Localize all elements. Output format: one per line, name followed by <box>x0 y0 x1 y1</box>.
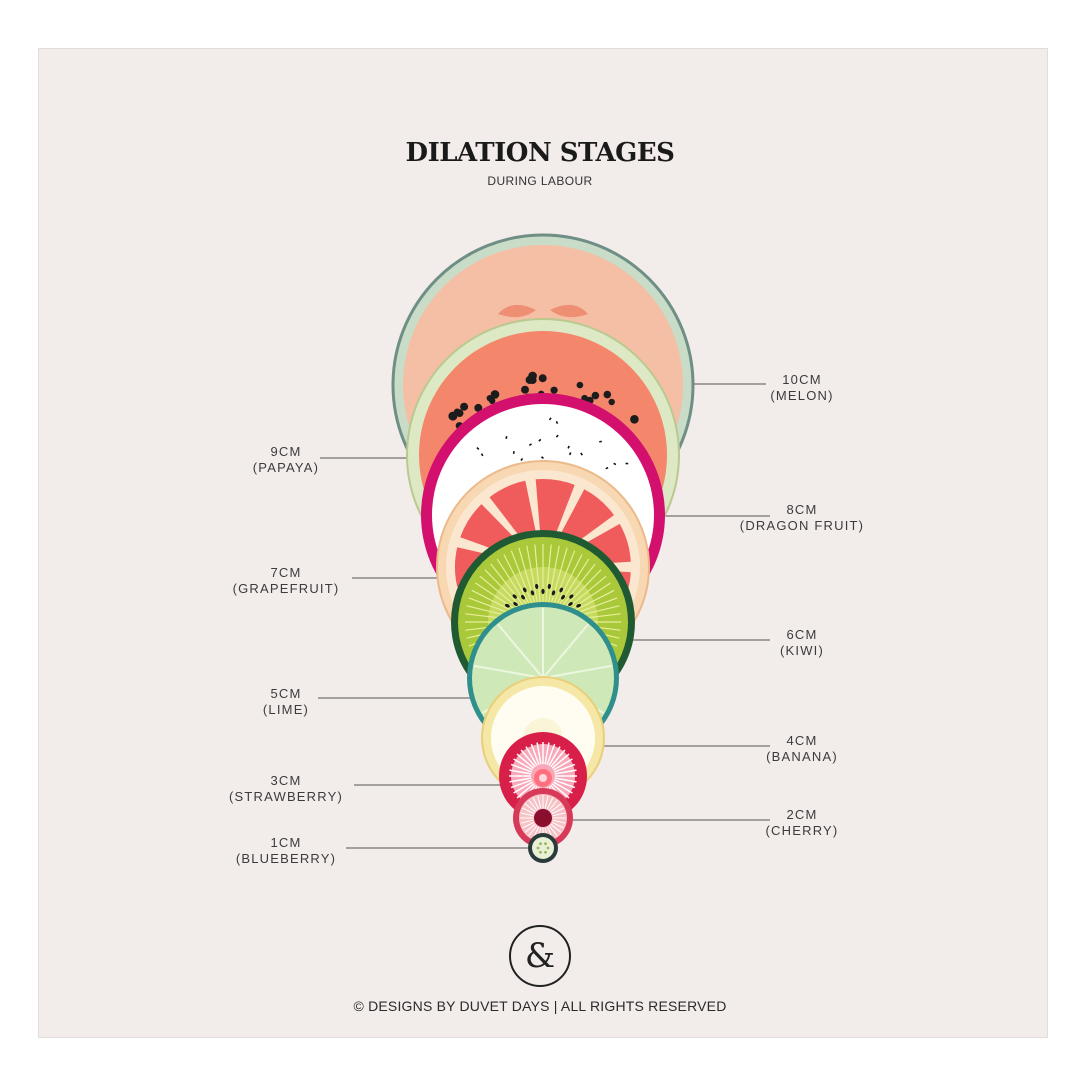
label-2cm: 2CM (CHERRY) <box>712 807 892 839</box>
stage-size: 10CM <box>782 372 822 387</box>
stage-size: 2CM <box>786 807 818 822</box>
stage-fruit: (LIME) <box>262 702 310 717</box>
footer-copyright: © DESIGNS BY DUVET DAYS | ALL RIGHTS RES… <box>353 998 727 1014</box>
stage-size: 4CM <box>786 733 818 748</box>
label-5cm: 5CM (LIME) <box>196 686 376 718</box>
page-title: DILATION STAGES <box>405 138 675 168</box>
label-8cm: 8CM (DRAGON FRUIT) <box>712 502 892 534</box>
stage-fruit: (MELON) <box>770 388 834 403</box>
label-1cm: 1CM (BLUEBERRY) <box>196 835 376 867</box>
stage-size: 1CM <box>270 835 302 850</box>
label-4cm: 4CM (BANANA) <box>712 733 892 765</box>
stage-fruit: (KIWI) <box>779 643 825 658</box>
label-9cm: 9CM (PAPAYA) <box>196 444 376 476</box>
page-subtitle: DURING LABOUR <box>487 174 593 188</box>
stage-fruit: (BLUEBERRY) <box>235 851 337 866</box>
label-10cm: 10CM (MELON) <box>712 372 892 404</box>
leader-lines <box>318 383 770 849</box>
stage-size: 9CM <box>270 444 302 459</box>
stage-fruit: (BANANA) <box>766 749 838 764</box>
stage-fruit: (DRAGON FRUIT) <box>739 518 865 533</box>
blueberry-fruit <box>528 833 558 863</box>
stage-size: 6CM <box>786 627 818 642</box>
stage-fruit: (GRAPEFRUIT) <box>232 581 340 596</box>
stage-fruit: (CHERRY) <box>765 823 839 838</box>
stage-size: 7CM <box>270 565 302 580</box>
label-7cm: 7CM (GRAPEFRUIT) <box>196 565 376 597</box>
label-6cm: 6CM (KIWI) <box>712 627 892 659</box>
ampersand-logo-icon: & <box>509 925 571 987</box>
stage-fruit: (PAPAYA) <box>252 460 320 475</box>
stage-size: 3CM <box>270 773 302 788</box>
cherry-fruit <box>513 788 573 848</box>
stage-size: 5CM <box>270 686 302 701</box>
stage-fruit: (STRAWBERRY) <box>228 789 344 804</box>
stage-size: 8CM <box>786 502 818 517</box>
label-3cm: 3CM (STRAWBERRY) <box>196 773 376 805</box>
